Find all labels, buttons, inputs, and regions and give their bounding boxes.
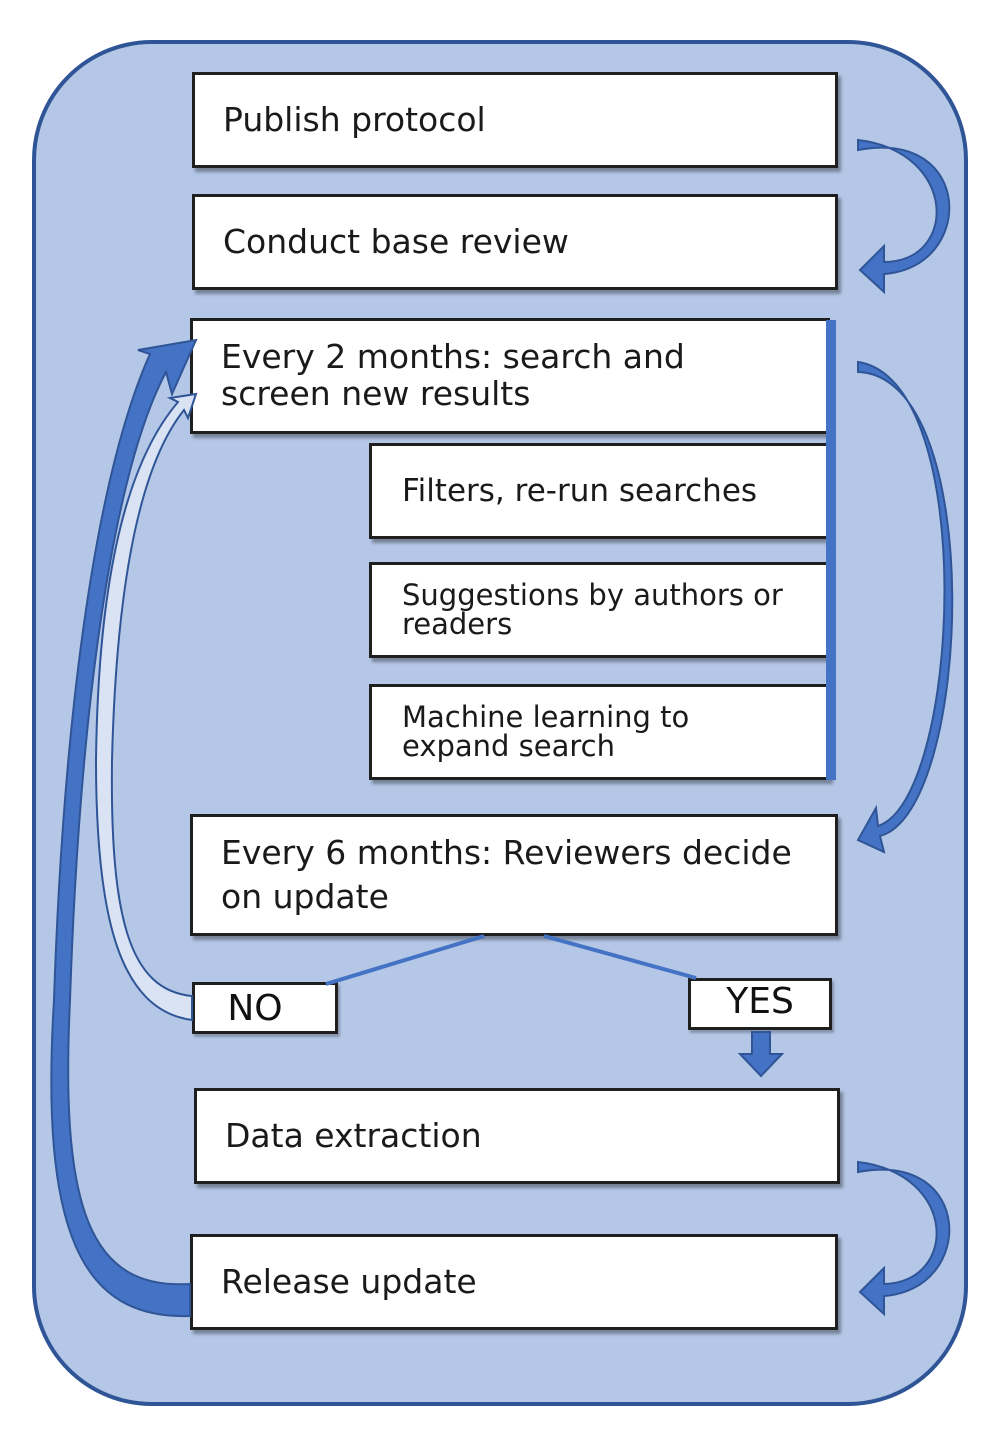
decision-no: NO [192, 982, 338, 1034]
step-conduct-base-review: Conduct base review [192, 194, 838, 290]
step-search-and-screen: Every 2 months: search and screen new re… [190, 318, 830, 434]
step-label: Publish protocol [223, 99, 486, 139]
step-label: Every 2 months: search and screen new re… [221, 337, 685, 413]
step-decide-on-update: Every 6 months: Reviewers decide on upda… [190, 814, 838, 936]
step-data-extraction: Data extraction [194, 1088, 840, 1184]
branch-line-no [325, 934, 485, 986]
decision-yes-label: YES [726, 981, 794, 1022]
step-suggestions: Suggestions by authors or readers [369, 562, 830, 658]
big-arrow-release-to-search [50, 338, 198, 1318]
curved-arrow-extraction-to-release [857, 1160, 951, 1317]
step-publish-protocol: Publish protocol [192, 72, 838, 168]
curved-arrow-search-to-decide [856, 360, 954, 854]
step-label: Data extraction [225, 1115, 482, 1155]
branch-line-yes [543, 934, 697, 980]
down-arrow-yes-to-extraction [737, 1031, 785, 1078]
step-label: Release update [221, 1261, 477, 1301]
decision-yes: YES [688, 978, 832, 1030]
step-label: Filters, re-run searches [402, 472, 758, 509]
step-label: Machine learning to expand search [402, 700, 690, 763]
no-arrow-to-search [94, 392, 198, 1022]
step-filters-rerun: Filters, re-run searches [369, 443, 830, 539]
decision-no-label: NO [227, 987, 283, 1029]
step-release-update: Release update [190, 1234, 838, 1330]
step-label: Every 6 months: Reviewers decide on upda… [221, 833, 792, 916]
search-group-bracket [826, 320, 836, 780]
curved-arrow-publish-to-review [857, 138, 951, 295]
step-label: Suggestions by authors or readers [402, 578, 783, 641]
step-label: Conduct base review [223, 221, 569, 261]
